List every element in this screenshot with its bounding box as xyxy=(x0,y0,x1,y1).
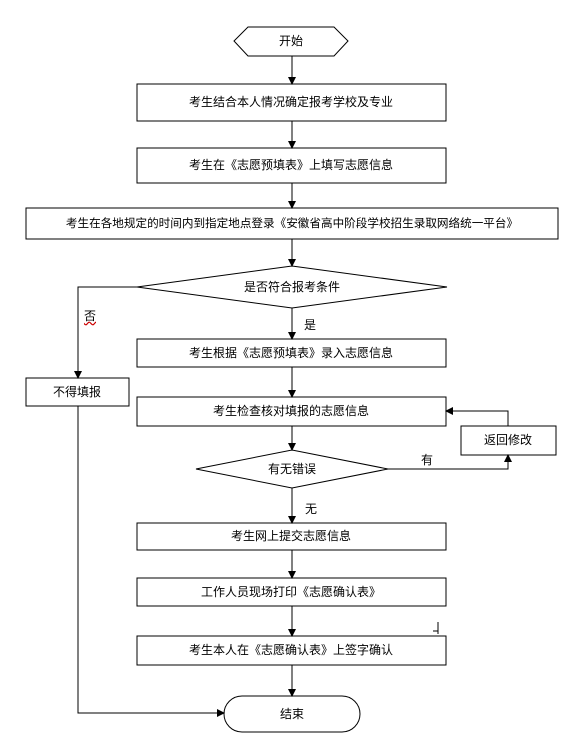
step1-box xyxy=(136,83,447,122)
step1-label: 考生结合本人情况确定报考学校及专业 xyxy=(188,95,394,109)
arrow-revise-step5 xyxy=(445,407,509,426)
arrow-decision1-no xyxy=(74,286,137,379)
step5-label: 考生检查核对填报的志愿信息 xyxy=(212,404,370,418)
revise-label: 返回修改 xyxy=(483,433,533,447)
arrow-not-allowed-end xyxy=(77,406,225,717)
step6-box xyxy=(136,522,447,551)
yes-label: 是 xyxy=(303,318,317,332)
revise-box xyxy=(460,425,557,456)
step6-label: 考生网上提交志愿信息 xyxy=(230,529,352,543)
step2-label: 考生在《志愿预填表》上填写志愿信息 xyxy=(188,158,394,172)
step8-box xyxy=(136,635,447,666)
no-label: 否 xyxy=(83,309,97,323)
step3-label: 考生在各地规定的时间内到指定地点登录《安徽省高中阶段学校招生录取网络统一平台》 xyxy=(65,216,519,230)
step4-label: 考生根据《志愿预填表》录入志愿信息 xyxy=(188,346,394,360)
end-label: 结束 xyxy=(279,707,305,721)
start-terminal xyxy=(233,26,349,57)
not-allowed-label: 不得填报 xyxy=(52,385,102,399)
start-label: 开始 xyxy=(278,34,304,48)
decision2-label: 有无错误 xyxy=(267,462,317,476)
step3-box xyxy=(25,207,559,240)
arrow-decision2-revise xyxy=(388,454,512,470)
decision1-diamond xyxy=(136,265,448,309)
step7-label: 工作人员现场打印《志愿确认表》 xyxy=(200,585,382,599)
step4-box xyxy=(136,338,447,368)
none-label: 无 xyxy=(304,502,318,516)
step8-label: 考生本人在《志愿确认表》上签字确认 xyxy=(188,643,394,657)
has-label: 有 xyxy=(420,453,434,467)
not-allowed-box xyxy=(25,377,130,407)
decision1-label: 是否符合报考条件 xyxy=(243,280,341,294)
